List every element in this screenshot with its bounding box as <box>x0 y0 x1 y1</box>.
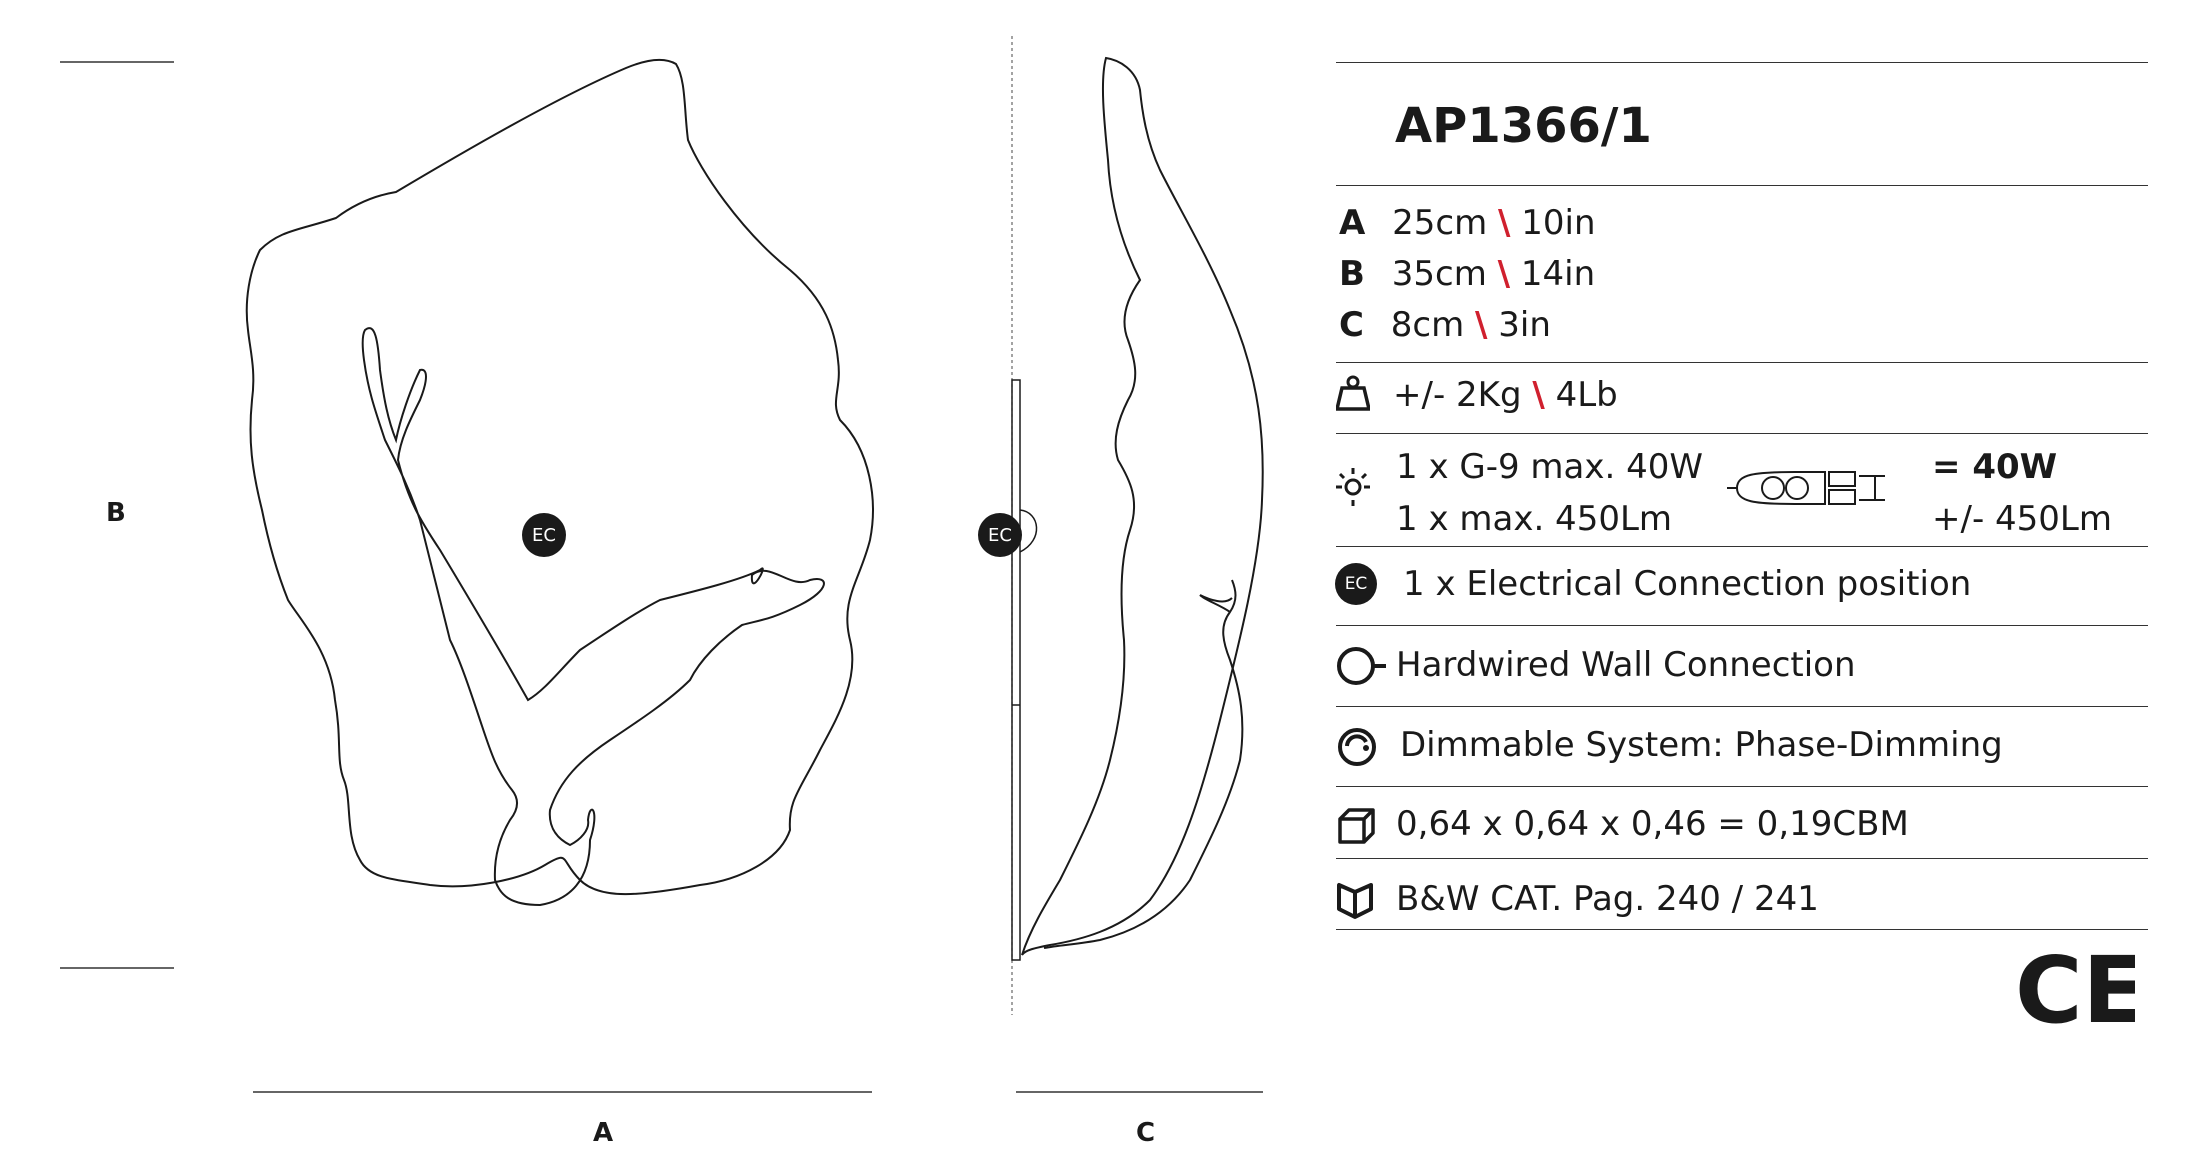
c-dimension-label: C <box>1136 1118 1156 1148</box>
weight-imperial: 4Lb <box>1555 375 1618 415</box>
size-row-c: C 8cm \ 3in <box>1339 308 1551 342</box>
g9-bulb-icon <box>1727 471 1885 505</box>
spec-rule-4 <box>1336 546 2148 547</box>
leaf-front-stem <box>361 327 825 907</box>
ec-text: 1 x Electrical Connection position <box>1403 564 1972 604</box>
ce-certification-mark: CE <box>2015 937 2145 1044</box>
leaf-side-outline <box>1021 56 1264 956</box>
box-icon <box>1338 808 1375 844</box>
size-imperial: 10in <box>1521 203 1596 243</box>
size-imperial: 3in <box>1498 305 1551 345</box>
spec-rule-6 <box>1336 706 2148 707</box>
spec-rule-1 <box>1336 185 2148 186</box>
size-metric: 8cm <box>1390 305 1465 345</box>
spec-rule-8 <box>1336 858 2148 859</box>
bulb-light-icon <box>1336 468 1370 506</box>
hardwired-icon <box>1337 647 1386 685</box>
size-letter: A <box>1339 203 1366 243</box>
leaf-side-stem <box>1043 579 1244 949</box>
spec-rule-3 <box>1336 433 2148 434</box>
lamp-total-lumen: +/- 450Lm <box>1932 499 2112 539</box>
leaf-front-outline <box>245 58 874 896</box>
spec-rule-2 <box>1336 362 2148 363</box>
weight-separator: \ <box>1532 375 1545 415</box>
spec-rule-5 <box>1336 625 2148 626</box>
size-imperial: 14in <box>1520 254 1596 294</box>
lamp-line-1: 1 x G-9 max. 40W <box>1396 447 1703 487</box>
lamp-total-watt: = 40W <box>1932 447 2058 487</box>
spec-rule-9 <box>1336 929 2148 930</box>
front-ec-marker: EC <box>522 513 566 557</box>
ec-badge-label: EC <box>1344 574 1368 594</box>
a-dimension-label: A <box>593 1118 614 1148</box>
side-ec-marker: EC <box>978 513 1022 557</box>
dimmable-text: Dimmable System: Phase-Dimming <box>1400 725 2003 765</box>
side-ec-label: EC <box>988 524 1012 546</box>
size-metric: 35cm <box>1391 254 1487 294</box>
weight-row: +/- 2Kg \ 4Lb <box>1393 378 1618 412</box>
size-row-b: B 35cm \ 14in <box>1339 257 1595 291</box>
size-separator: \ <box>1475 305 1488 345</box>
lamp-line-2: 1 x max. 450Lm <box>1396 499 1673 539</box>
volume-text: 0,64 x 0,64 x 0,46 = 0,19CBM <box>1396 804 1909 844</box>
weight-icon <box>1336 375 1370 411</box>
size-row-a: A 25cm \ 10in <box>1339 206 1596 240</box>
size-separator: \ <box>1497 254 1511 294</box>
size-letter: B <box>1339 254 1365 294</box>
front-ec-label: EC <box>532 524 556 546</box>
hardwired-text: Hardwired Wall Connection <box>1396 645 1856 685</box>
size-letter: C <box>1339 305 1364 345</box>
dimmer-icon <box>1338 728 1376 766</box>
catalog-text: B&W CAT. Pag. 240 / 241 <box>1396 879 1819 919</box>
wall-plate <box>1011 379 1021 961</box>
catalog-book-icon <box>1337 883 1373 919</box>
weight-metric: +/- 2Kg <box>1393 375 1522 415</box>
spec-rule-7 <box>1336 786 2148 787</box>
size-metric: 25cm <box>1392 203 1488 243</box>
spec-rule-top <box>1336 62 2148 63</box>
size-separator: \ <box>1498 203 1511 243</box>
ce-mark-text: CE <box>2015 952 2135 1032</box>
ec-badge-icon: EC <box>1335 563 1377 605</box>
model-title: AP1366/1 <box>1395 98 1652 154</box>
b-dimension-label: B <box>106 498 126 528</box>
side-connector <box>1019 509 1038 553</box>
